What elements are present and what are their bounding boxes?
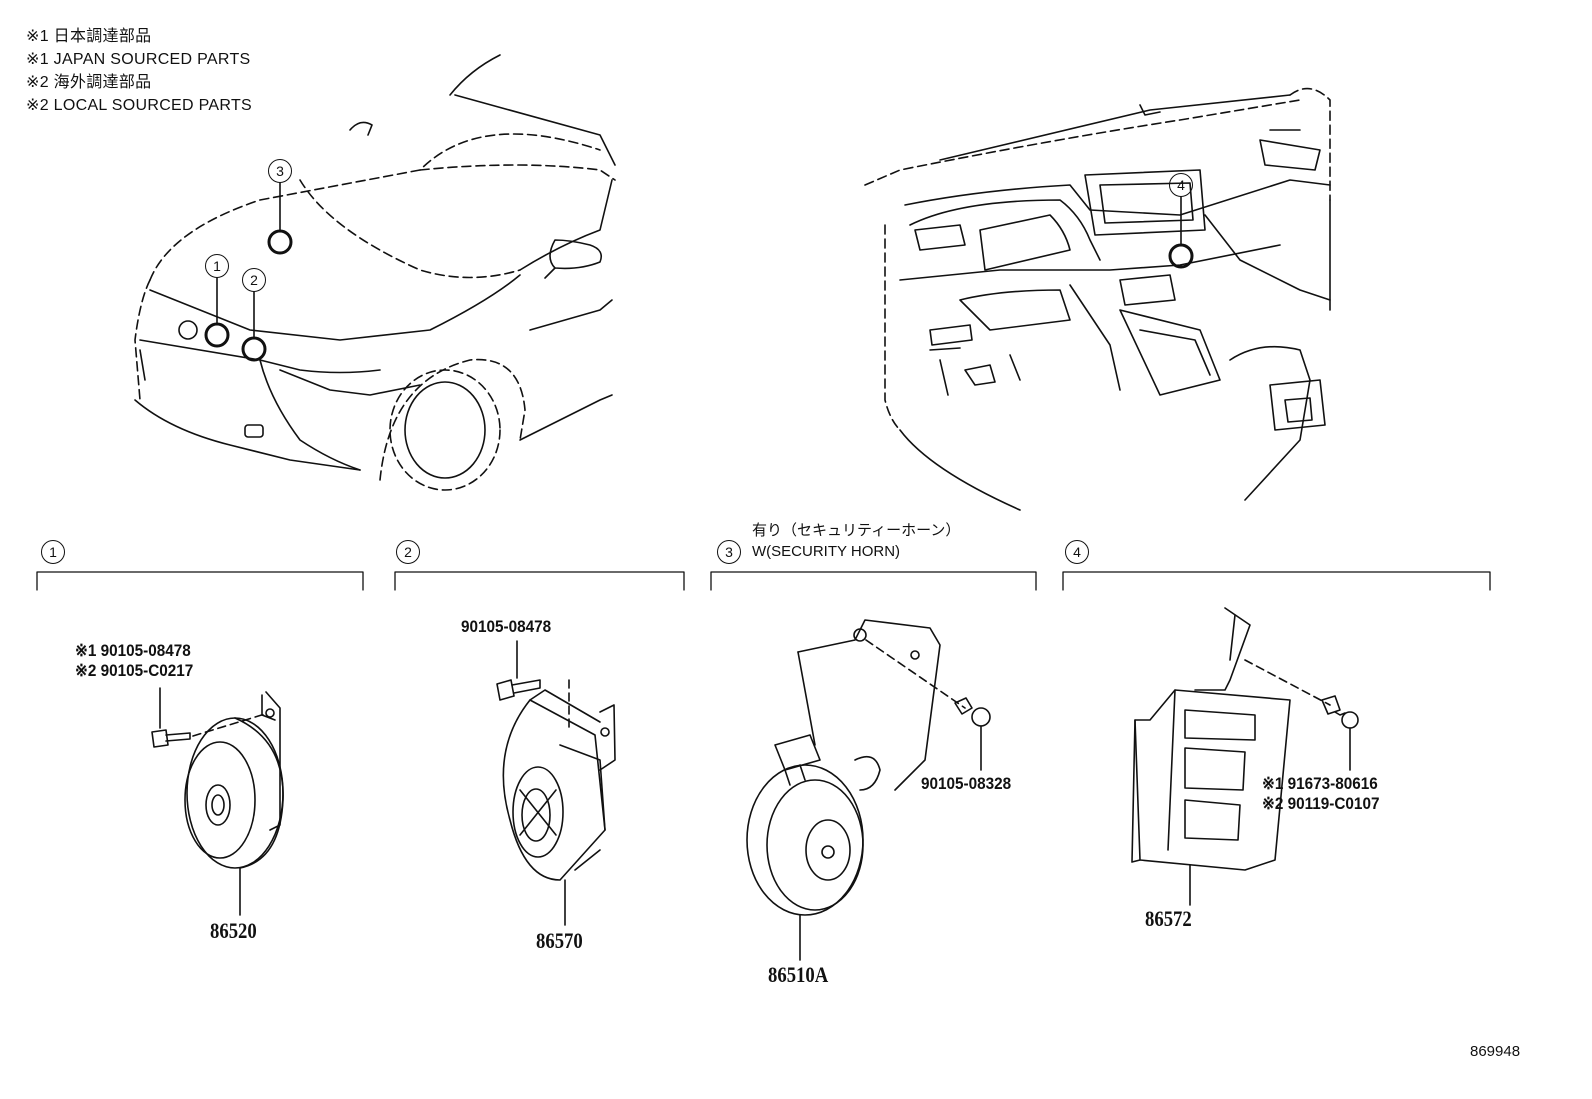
horn-86510A-drawing (746, 619, 991, 961)
vehicle-front-illustration (134, 54, 616, 491)
marker-4-dash: 4 (1169, 173, 1193, 197)
group-2-bolt-1: 90105-08478 (461, 617, 552, 636)
group-2-number: 2 (396, 540, 420, 564)
legend-line-2: ※1 JAPAN SOURCED PARTS (26, 51, 251, 68)
group-4-bolt-2: ※2 90119-C0107 (1262, 794, 1380, 813)
group-1-main-part: 86520 (210, 918, 257, 943)
illustration-code: 869948 (1470, 1043, 1521, 1060)
legend-line-4: ※2 LOCAL SOURCED PARTS (26, 97, 252, 114)
horn-86570-drawing (496, 640, 616, 926)
group-4-main-part: 86572 (1145, 906, 1192, 931)
group-4-number: 4 (1065, 540, 1089, 564)
group-3-label-jp: 有り（セキュリティーホーン） (752, 522, 961, 539)
group-4-bolt-1: ※1 91673-80616 (1262, 774, 1378, 793)
legend-line-3: ※2 海外調達部品 (26, 74, 152, 91)
legend-line-1: ※1 日本調達部品 (26, 28, 152, 45)
dashboard-illustration (864, 87, 1331, 511)
group-1-number: 1 (41, 540, 65, 564)
module-86572-drawing (1131, 607, 1359, 906)
legend: ※1 日本調達部品 ※1 JAPAN SOURCED PARTS ※2 海外調達… (26, 25, 252, 117)
horn-86520-drawing (151, 687, 284, 916)
group-2-main-part: 86570 (536, 928, 583, 953)
group-3-bolt-1: 90105-08328 (921, 774, 1012, 793)
group-3-main-part: 86510A (768, 962, 829, 987)
group-1-bolt-2: ※2 90105-C0217 (75, 661, 194, 680)
group-brackets (36, 571, 1491, 591)
marker-1-front: 1 (205, 254, 229, 278)
group-1-bolt-1: ※1 90105-08478 (75, 641, 191, 660)
marker-3-front: 3 (268, 159, 292, 183)
group-3-label-en: W(SECURITY HORN) (752, 543, 901, 560)
marker-2-front: 2 (242, 268, 266, 292)
group-3-number: 3 (717, 540, 741, 564)
